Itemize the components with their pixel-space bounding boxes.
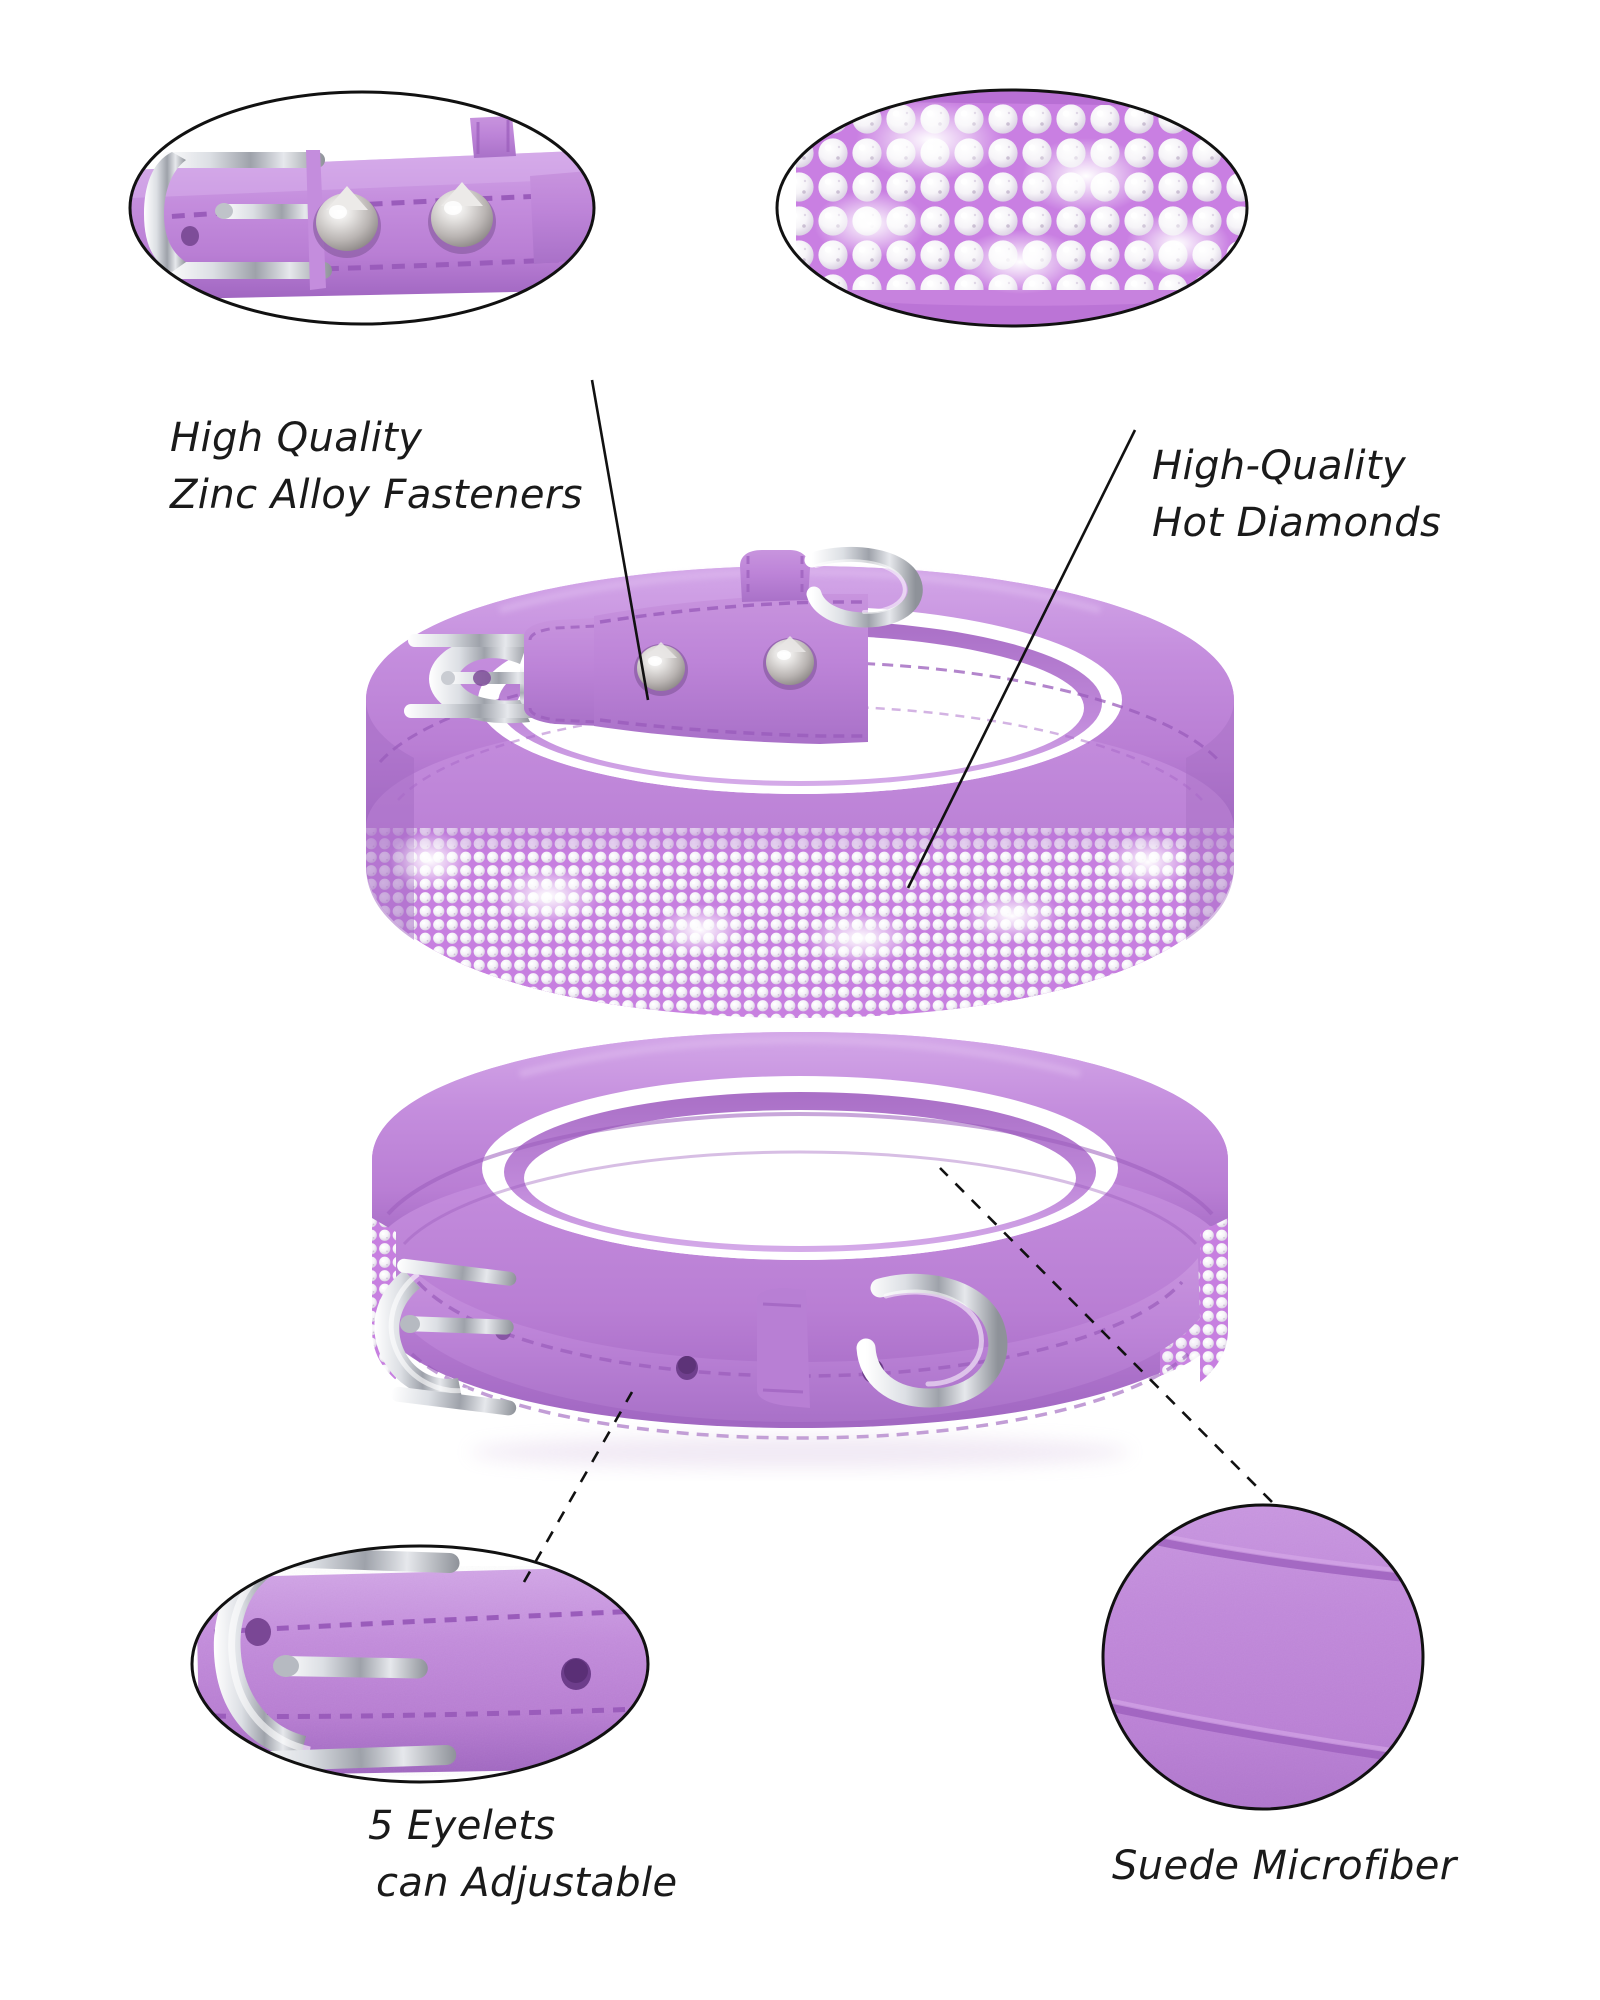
callout-label-suede: Suede Microfiber <box>1112 1838 1457 1895</box>
callout-line: High-Quality <box>1152 443 1407 489</box>
callout-line: 5 Eyelets <box>368 1803 556 1849</box>
back-d-ring <box>856 1273 1008 1408</box>
front-rivets <box>634 636 817 696</box>
collar-back-view <box>372 1032 1228 1468</box>
callout-label-eyelets: 5 Eyelets can Adjustable <box>368 1798 678 1912</box>
leader-fasteners <box>590 379 650 701</box>
back-keeper-loop <box>757 1288 810 1408</box>
callout-line: Hot Diamonds <box>1152 499 1442 546</box>
collar-front-view <box>366 547 1234 1018</box>
callout-line: Suede Microfiber <box>1112 1843 1457 1889</box>
callout-line: Zinc Alloy Fasteners <box>170 471 583 518</box>
leader-eyelets <box>522 1391 634 1583</box>
front-buckle <box>404 634 542 724</box>
inset-eyelets <box>190 1544 650 1784</box>
inset-diamonds <box>775 88 1249 328</box>
front-sparkles <box>390 830 1192 966</box>
back-rhinestone-edge <box>372 1218 1228 1382</box>
leader-suede <box>939 1167 1273 1503</box>
callout-line: can Adjustable <box>376 1859 678 1906</box>
leader-lines <box>522 379 1273 1583</box>
front-d-ring <box>740 547 923 628</box>
back-eyelets <box>495 1322 884 1383</box>
inset-suede <box>1101 1503 1425 1811</box>
leader-diamonds <box>906 429 1137 889</box>
inset-fasteners <box>128 90 596 326</box>
callout-line: High Quality <box>170 415 423 461</box>
back-pin-buckle <box>374 1258 517 1416</box>
callout-label-diamonds: High-Quality Hot Diamonds <box>1152 438 1441 552</box>
callout-label-fasteners: High Quality Zinc Alloy Fasteners <box>170 410 583 524</box>
